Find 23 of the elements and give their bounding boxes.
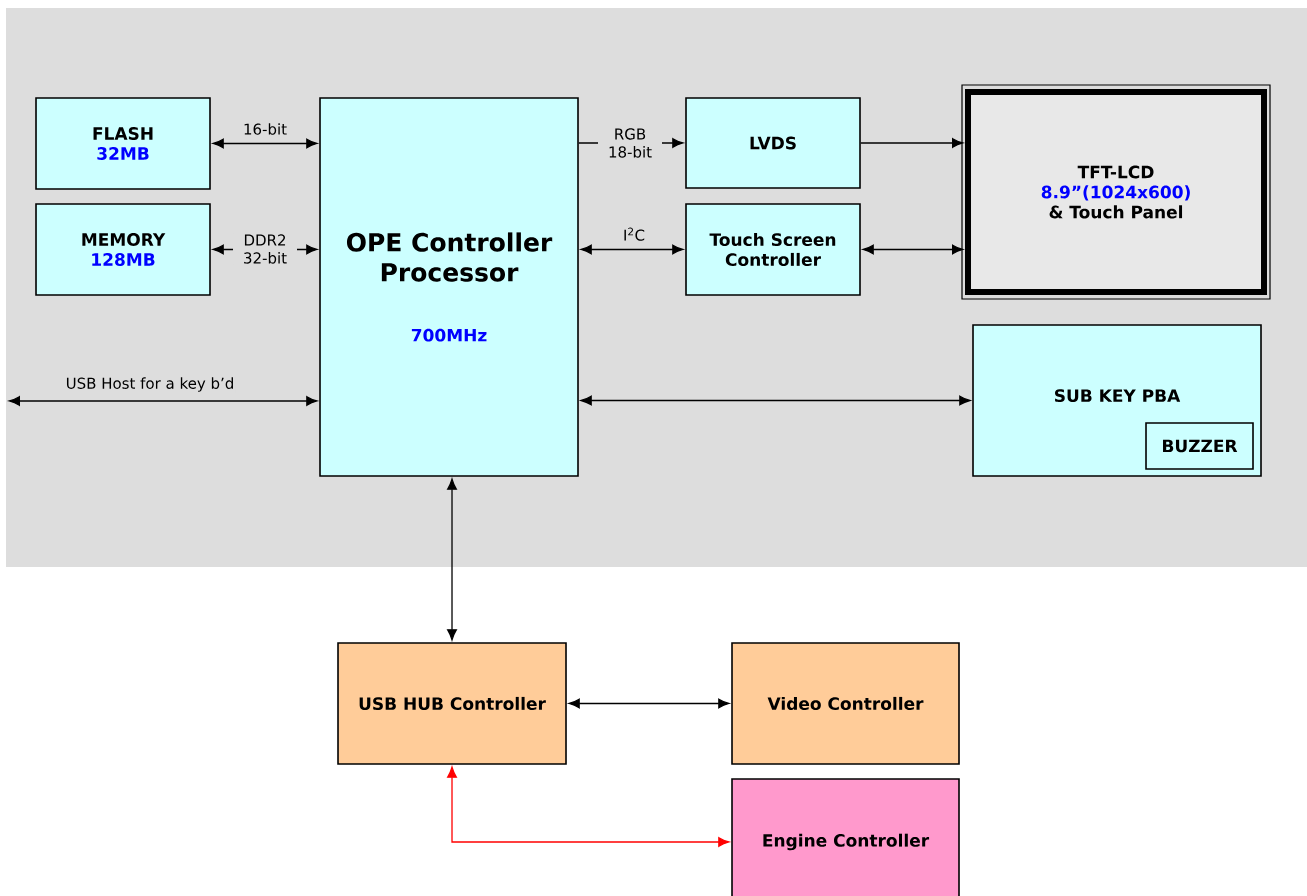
arrow xyxy=(8,396,318,406)
process-box: USB HUB Controller xyxy=(337,642,567,765)
display-box: TFT-LCD 8.9”(1024x600) & Touch Panel xyxy=(961,84,1271,300)
arrow xyxy=(212,138,318,149)
arrow xyxy=(568,698,730,709)
arrow xyxy=(447,478,457,641)
process-box: LVDS xyxy=(685,97,861,189)
process-box: Engine Controller xyxy=(731,778,960,896)
process-box: Touch Screen Controller xyxy=(685,203,861,296)
arrow xyxy=(447,766,730,847)
memory-box: MEMORY 128MB xyxy=(35,203,211,296)
memory-box: FLASH 32MB xyxy=(35,97,211,190)
arrow xyxy=(860,138,964,148)
edge-label: 16-bit xyxy=(241,122,289,136)
buzzer-box: BUZZER xyxy=(1145,422,1254,470)
arrow xyxy=(580,244,684,255)
arrow xyxy=(862,244,964,255)
edge-label: USB Host for a key b’d xyxy=(64,376,236,393)
edge-label: RGB 18-bit xyxy=(598,127,662,159)
arrow xyxy=(580,395,971,406)
edge-label: DDR2 32-bit xyxy=(233,233,297,265)
process-box: Video Controller xyxy=(731,642,960,765)
processor-box: OPE Controller Processor 700MHz xyxy=(319,97,579,477)
